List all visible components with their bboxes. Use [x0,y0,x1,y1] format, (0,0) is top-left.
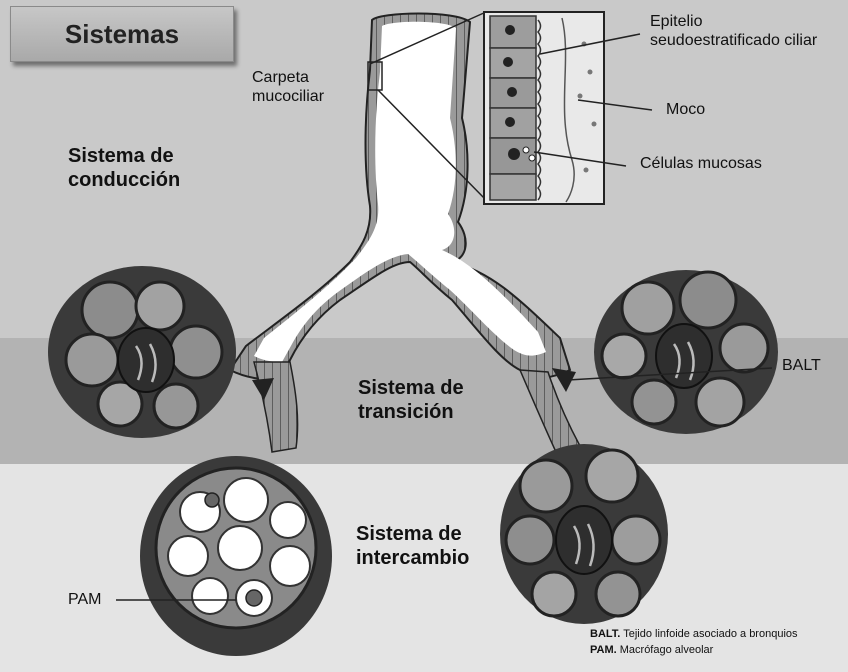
title-box: Sistemas [10,6,234,62]
right-lower-alveolar-cluster [500,444,668,624]
carpeta-mucociliar-label: Carpeta mucociliar [252,68,324,106]
title: Sistemas [11,7,233,61]
epithelium-inset [484,12,604,204]
transition-system-label: Sistema de transición [358,376,464,424]
exchange-system-label: Sistema de intercambio [356,522,469,570]
left-upper-alveolar-cluster [48,266,236,438]
legend: BALT. Tejido linfoide asociado a bronqui… [590,626,798,658]
celulas-mucosas-label: Células mucosas [640,154,762,173]
right-upper-alveolar-cluster [594,270,778,434]
conduction-system-label: Sistema de conducción [68,144,180,192]
balt-label: BALT [782,356,821,375]
legend-pam: PAM. Macrófago alveolar [590,642,798,658]
left-lower-alveolar-sac [140,456,332,656]
macrophage-cell [246,590,262,606]
moco-label: Moco [666,100,705,119]
epitelio-label: Epitelio seudoestratificado ciliar [650,12,817,50]
legend-balt: BALT. Tejido linfoide asociado a bronqui… [590,626,798,642]
pam-label: PAM [68,590,101,609]
